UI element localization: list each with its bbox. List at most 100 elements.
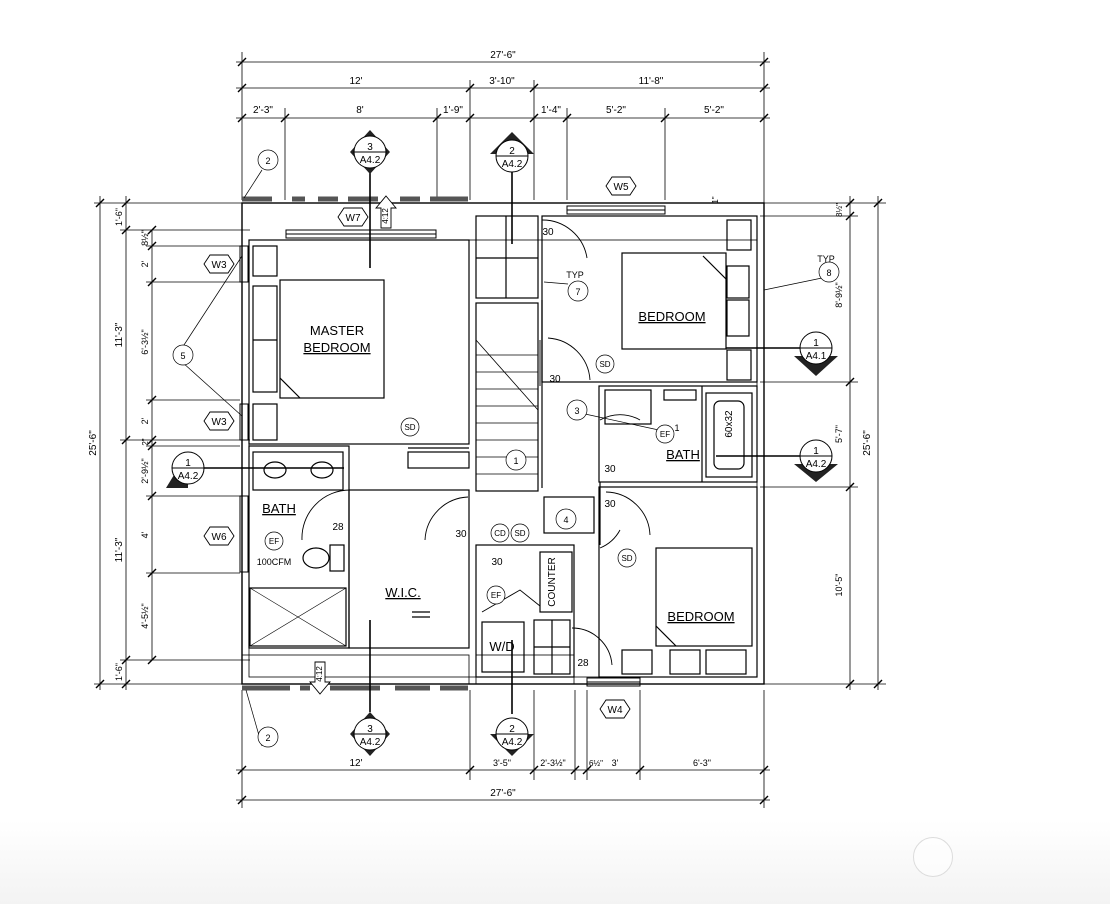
dim-right-8-5: 8½": [835, 203, 844, 217]
dim-left-4-5: 4'-5½": [140, 603, 150, 628]
section-sheet-ref: A4.2: [178, 471, 199, 482]
window-tag-label: W7: [346, 213, 361, 224]
section-sheet-ref: A4.2: [502, 737, 523, 748]
dim-top-3-10: 3'-10": [489, 76, 515, 87]
door-size-closet: 30: [542, 227, 554, 238]
dim-left-11-3-b: 11'-3": [114, 537, 125, 562]
section-marker-right-upper: 1 A4.1: [794, 331, 838, 376]
exhaust-fan-left-bath: EF: [269, 537, 279, 546]
dim-left-1-6-b: 1'-6": [114, 663, 124, 681]
dim-left-2-a: 2': [140, 260, 150, 267]
dim-top-2-3: 2'-3": [253, 105, 273, 116]
viewer-round-button[interactable]: [913, 837, 953, 877]
dim-left-8-5: 8½": [140, 230, 150, 246]
dim-left-6-3: 6'-3½": [140, 329, 150, 354]
dim-bottom-3: 3': [612, 758, 619, 768]
keynote-7: 7: [575, 287, 580, 297]
slope-arrow-bottom: [309, 661, 331, 695]
section-marker-bottom-right: 2 A4.2: [490, 717, 534, 756]
room-label-master: MASTER: [310, 323, 364, 338]
window-tag-w5: W5: [605, 176, 637, 196]
dim-left-2-inch: 2": [141, 438, 150, 445]
dim-bottom-2-3: 2'-3½": [540, 758, 565, 768]
smoke-detector-se: SD: [621, 554, 632, 563]
window-tag-label: W3: [212, 417, 227, 428]
section-number: 1: [185, 458, 191, 469]
dim-left-1-6-a: 1'-6": [114, 208, 124, 226]
window-tag-label: W5: [614, 182, 629, 193]
keynote-3: 3: [574, 406, 579, 416]
typ-note-a: TYP: [566, 270, 584, 280]
window-tag-label: W4: [608, 705, 623, 716]
dim-bottom-12: 12': [349, 758, 362, 769]
section-sheet-ref: A4.2: [360, 155, 381, 166]
dim-top-1-9: 1'-9": [443, 105, 463, 116]
door-size-bedroom-ne: 30: [549, 374, 561, 385]
dim-overall-top: 27'-6": [490, 50, 516, 61]
section-number: 3: [367, 724, 373, 735]
dim-right-overall: 25'-6": [862, 430, 873, 456]
room-label-bedroom-se: BEDROOM: [667, 609, 734, 624]
dim-right-tick: 1": [711, 196, 720, 203]
dim-right-10-5: 10'-5": [834, 574, 844, 597]
section-cut-lines: [204, 168, 800, 714]
bath-note-number: 1: [674, 423, 679, 433]
tub-size-label: 60x32: [724, 410, 735, 438]
window-tag-label: W3: [212, 260, 227, 271]
window-tag-w4: W4: [599, 699, 631, 719]
co-detector-hall: CD: [494, 529, 506, 538]
smoke-detector-master: SD: [404, 423, 415, 432]
room-label-bath-left: BATH: [262, 501, 296, 516]
slope-arrow-top: [375, 195, 397, 229]
window-tag-w3-lower: W3: [203, 411, 235, 431]
dim-bottom-6-3: 6'-3": [693, 758, 711, 768]
leader-lines: [181, 169, 823, 747]
keynote-2-bottom: 2: [265, 733, 270, 743]
appliance-label-washer-dryer: W/D: [489, 639, 514, 654]
door-size-bedroom-se: 30: [604, 499, 616, 510]
roof-slope-bottom: 4:12: [315, 666, 324, 682]
dim-top-1-4: 1'-4": [541, 105, 561, 116]
window-tag-w3-upper: W3: [203, 254, 235, 274]
dim-left-4: 4': [140, 531, 150, 538]
door-swings: [301, 219, 651, 666]
section-marker-top-left: 3 A4.2: [350, 130, 390, 174]
dim-right-5-7: 5'-7": [834, 425, 844, 443]
dim-top-8: 8': [356, 105, 364, 116]
keynote-circles: [172, 149, 840, 748]
section-number: 2: [509, 724, 515, 735]
section-marker-top-right: 2 A4.2: [490, 132, 534, 173]
section-marker-bottom-left: 3 A4.2: [350, 712, 390, 756]
smoke-detector-hall: SD: [514, 529, 525, 538]
keynote-5: 5: [180, 351, 185, 361]
window-tag-label: W6: [212, 532, 227, 543]
dim-left-2-9: 2'-9½": [140, 458, 150, 483]
keynote-2-top: 2: [265, 156, 270, 166]
exhaust-fan-right-bath: EF: [660, 430, 670, 439]
room-label-wic: W.I.C.: [385, 585, 420, 600]
window-tags: W7 W5 W3 W3 W6 W4: [203, 176, 637, 719]
door-size-wic: 30: [455, 529, 467, 540]
room-label-bath-right: BATH: [666, 447, 700, 462]
dim-left-2-b: 2': [140, 417, 150, 424]
eave-lines: [242, 196, 468, 691]
roof-slope-top: 4:12: [381, 208, 390, 224]
keynote-4: 4: [563, 515, 568, 525]
door-size-bath: 30: [604, 464, 616, 475]
keynote-8: 8: [826, 268, 831, 278]
section-number: 1: [813, 338, 819, 349]
section-number: 3: [367, 142, 373, 153]
window-tag-w7: W7: [337, 207, 369, 227]
exhaust-fan-rating: 100CFM: [257, 557, 292, 567]
door-size-bath-left: 28: [332, 522, 344, 533]
dim-left-overall: 25'-6": [88, 430, 99, 456]
typ-note-b: TYP: [817, 254, 835, 264]
window-tag-w6: W6: [203, 526, 235, 546]
windows: [239, 205, 666, 687]
section-number: 1: [813, 446, 819, 457]
section-sheet-ref: A4.2: [806, 459, 827, 470]
section-sheet-ref: A4.1: [806, 351, 827, 362]
dim-bottom-3-5: 3'-5": [493, 758, 511, 768]
dimension-lines: [94, 52, 886, 808]
keynote-1: 1: [513, 456, 518, 466]
